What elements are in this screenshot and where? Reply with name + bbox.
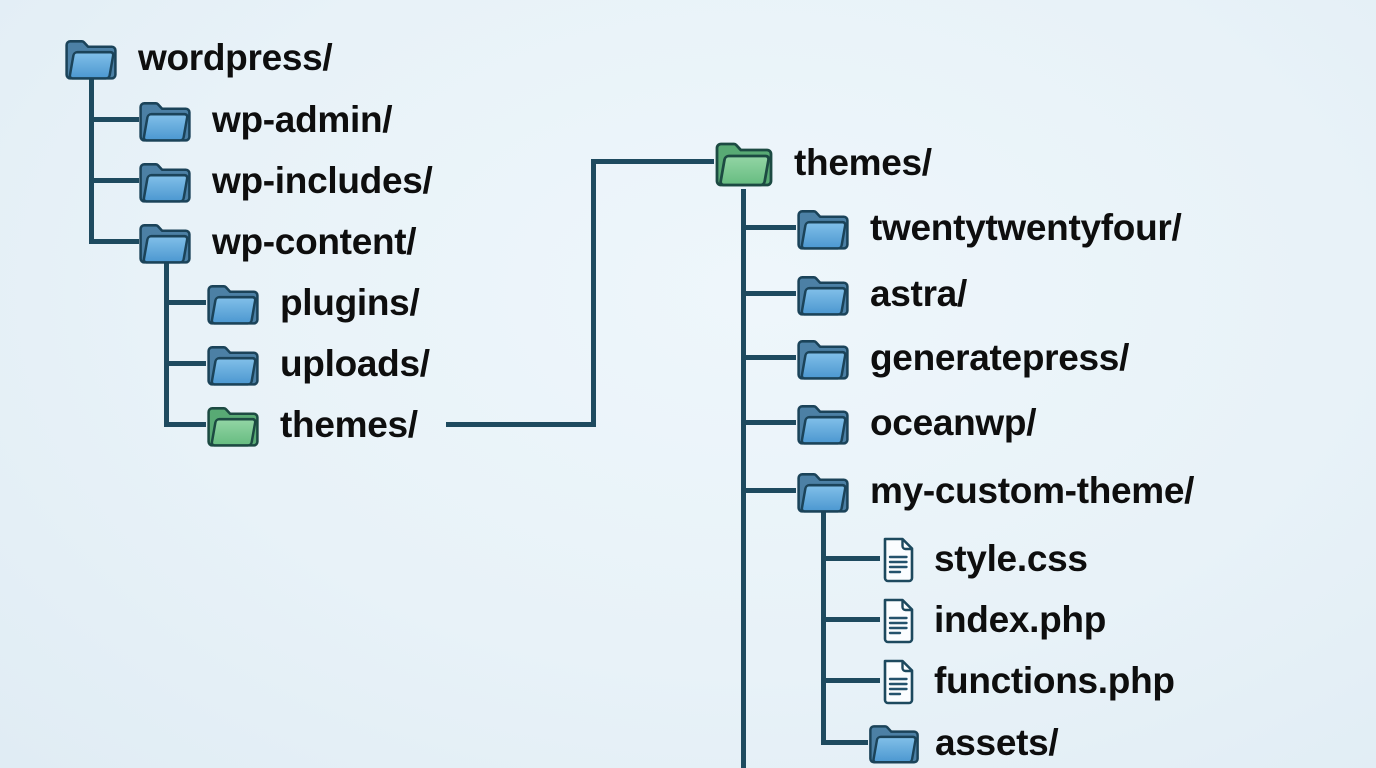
blue-folder-icon: [204, 280, 262, 327]
blue-folder-icon: [794, 468, 852, 515]
branch-line: [741, 355, 796, 360]
blue-folder-icon: [62, 35, 120, 82]
tree-node-uploads: uploads/: [204, 336, 430, 392]
blue-folder-icon: [136, 97, 194, 144]
node-label: style.css: [934, 537, 1088, 579]
branch-line: [821, 617, 880, 622]
blue-folder-icon: [794, 335, 852, 382]
right-subtrunk-line: [821, 512, 826, 745]
left-trunk-line: [89, 78, 94, 244]
node-label: index.php: [934, 598, 1107, 640]
node-label: generatepress/: [870, 336, 1130, 378]
tree-node-themes-right: themes/: [712, 135, 932, 191]
node-label: astra/: [870, 272, 967, 314]
link-line-vertical: [591, 159, 596, 427]
node-label: twentytwentyfour/: [870, 206, 1182, 248]
link-line-horizontal-bottom: [446, 422, 596, 427]
blue-folder-icon: [866, 720, 922, 766]
tree-node-twentytwentyfour: twentytwentyfour/: [794, 200, 1182, 256]
document-icon: [878, 656, 918, 706]
node-label: oceanwp/: [870, 401, 1037, 443]
document-icon: [878, 595, 918, 645]
tree-node-plugins: plugins/: [204, 275, 420, 331]
node-label: assets/: [935, 721, 1059, 763]
branch-line: [164, 422, 206, 427]
blue-folder-icon: [204, 341, 262, 388]
node-label: wordpress/: [138, 36, 333, 78]
node-label: my-custom-theme/: [870, 469, 1195, 511]
tree-node-my-custom-theme: my-custom-theme/: [794, 463, 1194, 519]
blue-folder-icon: [136, 219, 194, 266]
branch-line: [821, 678, 880, 683]
green-folder-icon: [204, 402, 262, 449]
branch-line: [89, 117, 139, 122]
branch-line: [741, 420, 796, 425]
blue-folder-icon: [794, 271, 852, 318]
branch-line: [821, 556, 880, 561]
tree-node-assets: assets/: [866, 715, 1059, 768]
blue-folder-icon: [794, 400, 852, 447]
node-label: uploads/: [280, 342, 430, 384]
document-icon: [878, 534, 918, 584]
tree-node-oceanwp: oceanwp/: [794, 395, 1037, 451]
branch-line: [164, 361, 206, 366]
tree-node-functions-php: functions.php: [878, 653, 1175, 709]
branch-line: [164, 300, 206, 305]
left-subtrunk-line: [164, 262, 169, 427]
tree-node-themes-left: themes/: [204, 397, 418, 453]
node-label: functions.php: [934, 659, 1175, 701]
tree-node-index-php: index.php: [878, 592, 1106, 648]
branch-line: [89, 239, 139, 244]
node-label: wp-content/: [212, 220, 417, 262]
branch-line: [741, 291, 796, 296]
tree-node-generatepress: generatepress/: [794, 330, 1129, 386]
link-line-horizontal-top: [591, 159, 714, 164]
blue-folder-icon: [136, 158, 194, 205]
node-label: themes/: [794, 141, 932, 183]
node-label: wp-admin/: [212, 98, 393, 140]
right-trunk-line: [741, 189, 746, 768]
node-label: wp-includes/: [212, 159, 433, 201]
blue-folder-icon: [794, 205, 852, 252]
branch-line: [741, 488, 796, 493]
branch-line: [89, 178, 139, 183]
tree-node-wp-admin: wp-admin/: [136, 92, 393, 148]
branch-line: [821, 740, 868, 745]
tree-node-wp-content: wp-content/: [136, 214, 417, 270]
tree-node-wp-includes: wp-includes/: [136, 153, 433, 209]
branch-line: [741, 225, 796, 230]
node-label: themes/: [280, 403, 418, 445]
green-folder-icon: [712, 137, 776, 189]
tree-node-wordpress: wordpress/: [62, 30, 333, 86]
tree-node-astra: astra/: [794, 266, 967, 322]
tree-node-style-css: style.css: [878, 531, 1088, 587]
node-label: plugins/: [280, 281, 420, 323]
